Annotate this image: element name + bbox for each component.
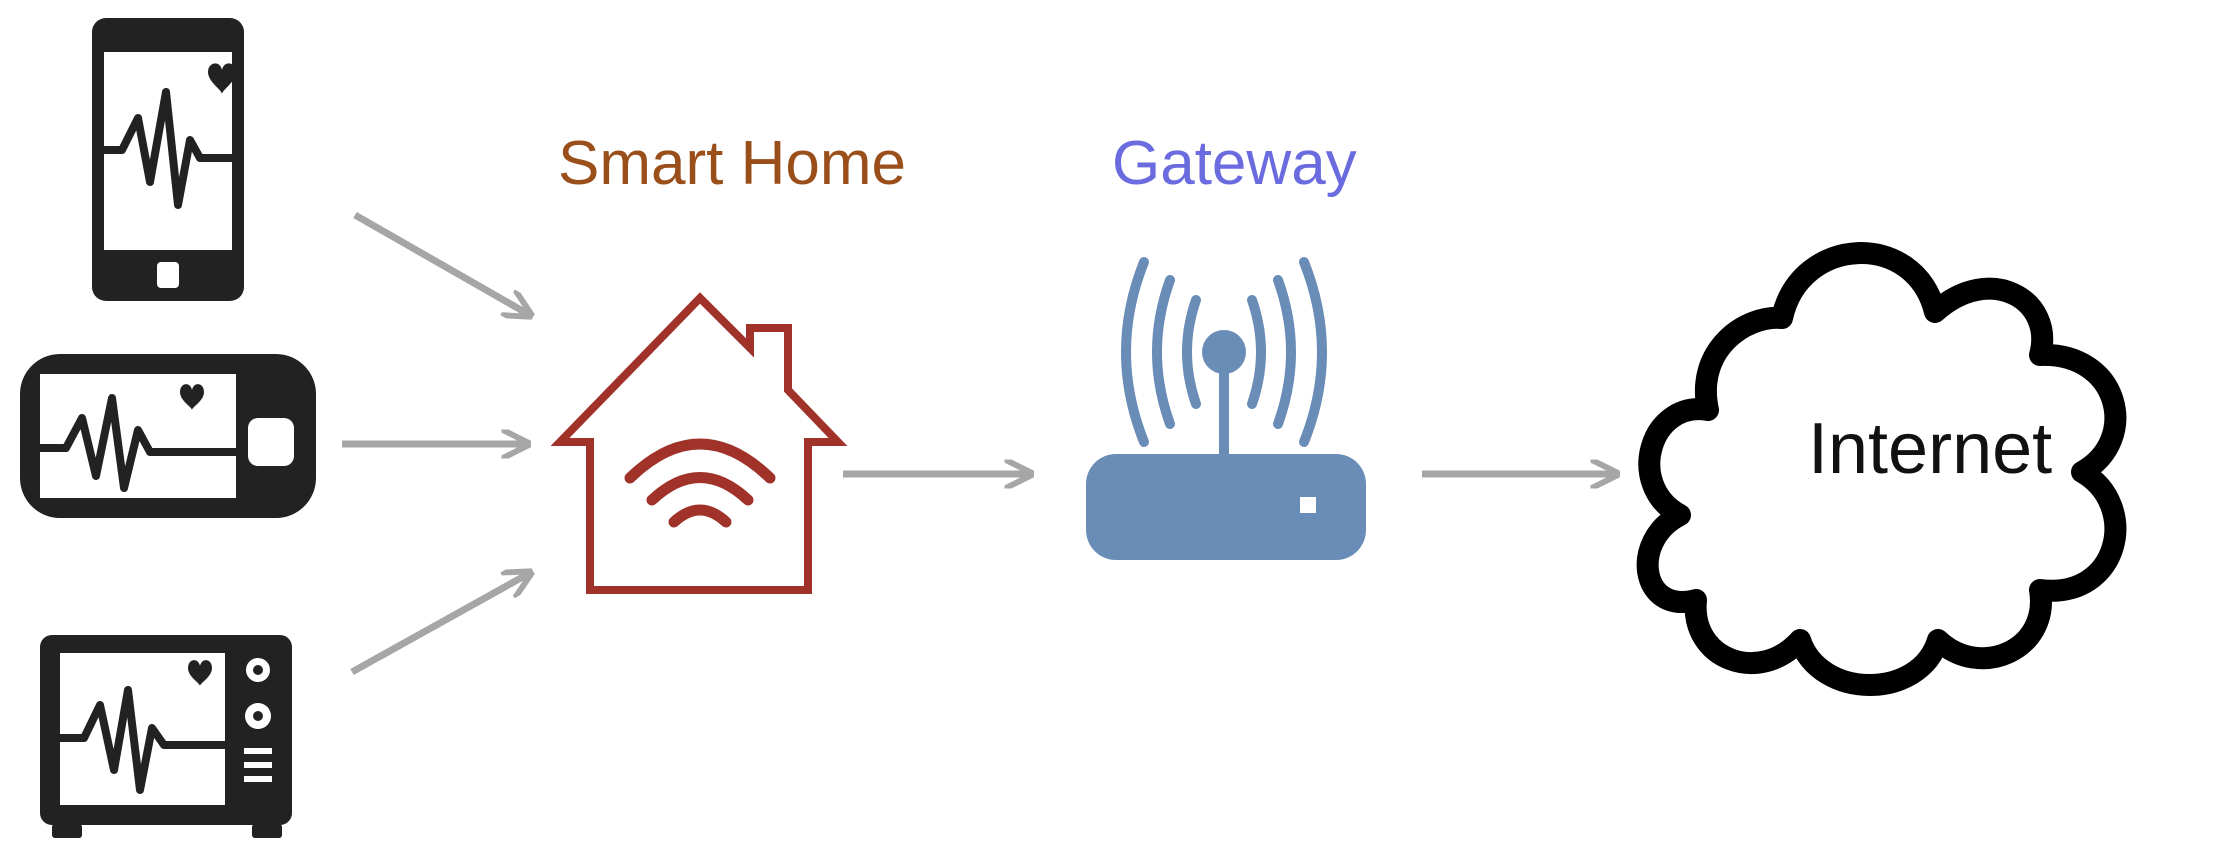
arrow-phone-to-home <box>353 211 528 314</box>
internet-label: Internet <box>1808 409 2053 489</box>
arrow-bedside-to-home <box>350 574 528 676</box>
cloud-icon <box>1636 242 2127 696</box>
handheld-heart-monitor-icon <box>20 354 316 518</box>
smart-home-label: Smart Home <box>558 129 906 198</box>
bedside-heart-monitor-icon <box>40 635 292 838</box>
arrows <box>342 211 1614 676</box>
smartphone-heart-monitor-icon <box>92 18 244 301</box>
wireless-router-icon <box>1086 257 1366 560</box>
gateway-label: Gateway <box>1112 129 1357 198</box>
smart-home-wifi-icon <box>550 292 848 594</box>
